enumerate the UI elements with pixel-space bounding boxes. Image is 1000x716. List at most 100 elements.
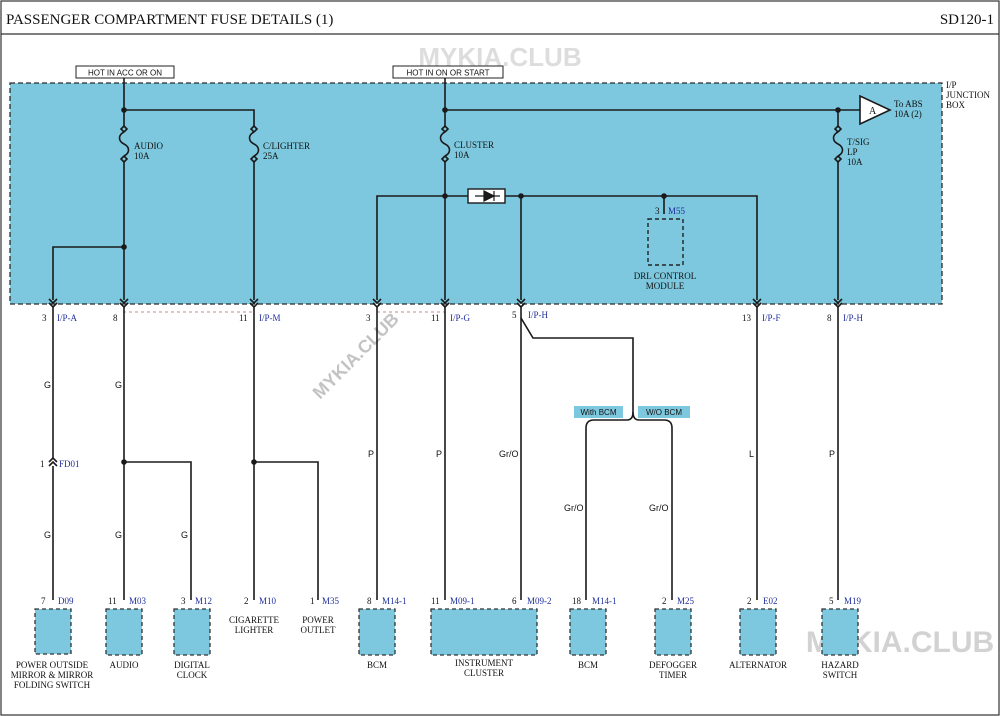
wo-bcm-label: W/O BCM xyxy=(646,408,682,417)
watermark-diagonal: MYKIA.CLUB xyxy=(309,309,403,403)
jb-conn-5: I/P-G xyxy=(450,313,471,323)
wire-option-with-bcm xyxy=(585,411,634,429)
drl-pin: 3 xyxy=(655,206,660,216)
comp-conn-mirror: D09 xyxy=(58,596,74,606)
supply-acc-label: HOT IN ACC OR ON xyxy=(88,69,162,78)
comp-pin-bcm-2: 18 xyxy=(572,596,582,606)
diode-symbol-icon xyxy=(475,190,500,202)
audio-fuse-rating: 10A xyxy=(134,151,150,161)
supply-on-label: HOT IN ON OR START xyxy=(406,69,489,78)
comp-conn-cluster-2: M09-2 xyxy=(527,596,552,606)
comp-pin-mirror: 7 xyxy=(41,596,46,606)
comp-label-mirror-2: MIRROR & MIRROR xyxy=(11,670,94,680)
clighter-fuse-rating: 25A xyxy=(263,151,279,161)
bcm-feed xyxy=(376,195,468,300)
hazard-switch xyxy=(821,608,859,656)
with-bcm-tag xyxy=(574,406,623,418)
mirror-switch xyxy=(34,608,72,655)
jb-pin-7: 13 xyxy=(742,313,752,323)
jb-conn-7: I/P-F xyxy=(762,313,781,323)
jb-conn-1: I/P-A xyxy=(57,313,78,323)
comp-pin-defogger: 2 xyxy=(662,596,667,606)
drl-label-2: MODULE xyxy=(646,281,685,291)
wire-color-gro3: Gr/O xyxy=(649,503,669,513)
wo-bcm-tag xyxy=(638,406,690,418)
wire-color-g3: G xyxy=(115,380,122,390)
comp-conn-clock: M12 xyxy=(195,596,212,606)
jb-conn-3: I/P-M xyxy=(259,313,281,323)
comp-label-bcm: BCM xyxy=(367,660,387,670)
supply-acc-tag xyxy=(75,65,175,79)
supply-on-tag xyxy=(392,65,504,79)
cluster-fuse-rating: 10A xyxy=(454,150,470,160)
wire-color-l1: L xyxy=(749,449,754,459)
audio-unit xyxy=(105,608,143,656)
jb-conn-8: I/P-H xyxy=(843,313,864,323)
drl-connector: M55 xyxy=(668,206,686,216)
audio-fuse-name: AUDIO xyxy=(134,141,163,151)
comp-conn-defogger: M25 xyxy=(677,596,695,606)
wire-color-gro1: Gr/O xyxy=(499,449,519,459)
comp-label-clock-1: DIGITAL xyxy=(174,660,210,670)
tsig-fuse-name: T/SIG xyxy=(847,137,870,147)
jb-pin-1: 3 xyxy=(42,313,47,323)
comp-label-hazard-2: SWITCH xyxy=(823,670,858,680)
on-splice xyxy=(442,107,448,113)
comp-pin-cluster-2: 6 xyxy=(512,596,517,606)
comp-label-defogger-2: TIMER xyxy=(659,670,687,680)
comp-label-audio: AUDIO xyxy=(110,660,139,670)
comp-conn-audio: M03 xyxy=(129,596,147,606)
inline-connector-fd01 xyxy=(48,457,58,467)
mirror-feed xyxy=(52,246,124,300)
comp-label-cluster-1: INSTRUMENT xyxy=(455,658,514,668)
wire-color-p2: P xyxy=(436,449,442,459)
comp-pin-hazard: 5 xyxy=(829,596,834,606)
comp-pin-alternator: 2 xyxy=(747,596,752,606)
wire-color-g1: G xyxy=(44,380,51,390)
comp-label-defogger-1: DEFOGGER xyxy=(649,660,697,670)
comp-conn-lighter: M10 xyxy=(259,596,277,606)
wire-power-outlet xyxy=(254,461,319,600)
defogger-timer xyxy=(654,608,692,656)
jb-pin-8: 8 xyxy=(827,313,832,323)
abs-reference-line1: To ABS xyxy=(894,99,923,109)
acc-splice xyxy=(121,107,127,113)
page-title: PASSENGER COMPARTMENT FUSE DETAILS (1) xyxy=(6,12,333,28)
wire-color-p3: P xyxy=(829,449,835,459)
wire-color-g5: G xyxy=(181,530,188,540)
comp-label-bcm-2: BCM xyxy=(578,660,598,670)
comp-label-lighter-1: CIGARETTE xyxy=(229,615,279,625)
abs-reference-letter: A xyxy=(869,106,877,117)
tsig-fuse-name2: LP xyxy=(847,147,858,157)
comp-conn-outlet: M35 xyxy=(322,596,340,606)
drl-label-1: DRL CONTROL xyxy=(634,271,696,281)
comp-pin-audio: 11 xyxy=(108,596,117,606)
comp-label-lighter-2: LIGHTER xyxy=(235,625,274,635)
tsig-fuse-rating: 10A xyxy=(847,157,863,167)
instrument-cluster xyxy=(430,608,538,656)
comp-pin-outlet: 1 xyxy=(310,596,315,606)
comp-label-hazard-1: HAZARD xyxy=(821,660,859,670)
acc-bus xyxy=(124,109,255,126)
comp-conn-cluster-1: M09-1 xyxy=(450,596,475,606)
clighter-fuse-name: C/LIGHTER xyxy=(263,141,310,151)
fd01-connector: FD01 xyxy=(59,459,80,469)
comp-conn-alternator: E02 xyxy=(763,596,778,606)
alternator-feed xyxy=(664,195,758,300)
comp-label-outlet-1: POWER xyxy=(302,615,334,625)
comp-conn-bcm-2: M14-1 xyxy=(592,596,617,606)
wire-option-wo-bcm xyxy=(632,411,673,429)
drl-control-module xyxy=(647,218,684,266)
comp-label-cluster-2: CLUSTER xyxy=(464,668,504,678)
junction-box-label-1: I/P xyxy=(946,80,957,90)
jb-pin-6: 5 xyxy=(512,310,517,320)
wire-color-g4: G xyxy=(115,530,122,540)
jb-pin-2: 8 xyxy=(113,313,118,323)
cluster-fuse-name: CLUSTER xyxy=(454,140,494,150)
wire-clock xyxy=(124,461,192,600)
comp-label-clock-2: CLOCK xyxy=(177,670,208,680)
comp-label-alternator: ALTERNATOR xyxy=(729,660,787,670)
comp-label-mirror-3: FOLDING SWITCH xyxy=(14,680,91,690)
jb-pin-4: 3 xyxy=(366,313,371,323)
wire-color-g2: G xyxy=(44,530,51,540)
